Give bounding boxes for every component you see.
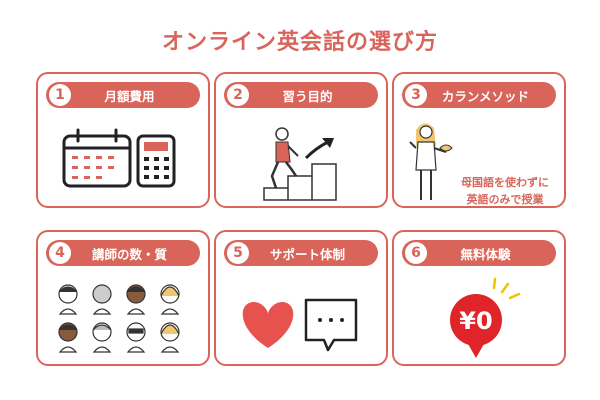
price-text: ¥0 xyxy=(459,307,492,335)
card-free-trial: 6 無料体験 ¥0 xyxy=(392,230,566,366)
callan-note: 母国語を使わずに 英語のみで授業 xyxy=(449,174,561,208)
card-number: 5 xyxy=(227,242,249,264)
teacher-faces-icon xyxy=(58,284,180,353)
card-number: 6 xyxy=(405,242,427,264)
card-label: 講師の数・質 xyxy=(91,246,167,262)
card-header: 3 カランメソッド xyxy=(402,82,556,108)
card-label: 月額費用 xyxy=(104,88,155,104)
card-label: カランメソッド xyxy=(441,88,530,104)
card-purpose: 2 習う目的 xyxy=(214,72,388,208)
card-support: 5 サポート体制 xyxy=(214,230,388,366)
heart-icon xyxy=(242,302,294,348)
card-header: 4 講師の数・質 xyxy=(46,240,200,266)
chat-bubble-icon xyxy=(304,298,358,352)
card-header: 5 サポート体制 xyxy=(224,240,378,266)
card-teachers: 4 講師の数・質 xyxy=(36,230,210,366)
card-monthly-fee: 1 月額費用 xyxy=(36,72,210,208)
rising-arrow-icon xyxy=(304,138,334,160)
card-number: 2 xyxy=(227,84,249,106)
card-label: サポート体制 xyxy=(269,246,345,262)
card-number: 3 xyxy=(405,84,427,106)
note-line-1: 母国語を使わずに xyxy=(461,176,549,189)
page-title: オンライン英会話の選び方 xyxy=(161,30,438,55)
card-header: 2 習う目的 xyxy=(224,82,378,108)
teacher-icon xyxy=(409,123,447,200)
card-label: 習う目的 xyxy=(282,88,333,104)
book-icon xyxy=(439,144,453,152)
card-header: 1 月額費用 xyxy=(46,82,200,108)
stairs-climber-icon xyxy=(263,127,337,201)
note-line-2: 英語のみで授業 xyxy=(466,193,544,206)
calculator-icon xyxy=(136,134,176,188)
price-badge-icon: ¥0 xyxy=(450,277,521,358)
card-header: 6 無料体験 xyxy=(402,240,556,266)
card-number: 4 xyxy=(49,242,71,264)
card-number: 1 xyxy=(49,84,71,106)
card-callan-method: 3 カランメソッド 母国語を使わずに 英語のみで授業 xyxy=(392,72,566,208)
calendar-icon xyxy=(62,128,132,188)
card-label: 無料体験 xyxy=(460,246,511,262)
